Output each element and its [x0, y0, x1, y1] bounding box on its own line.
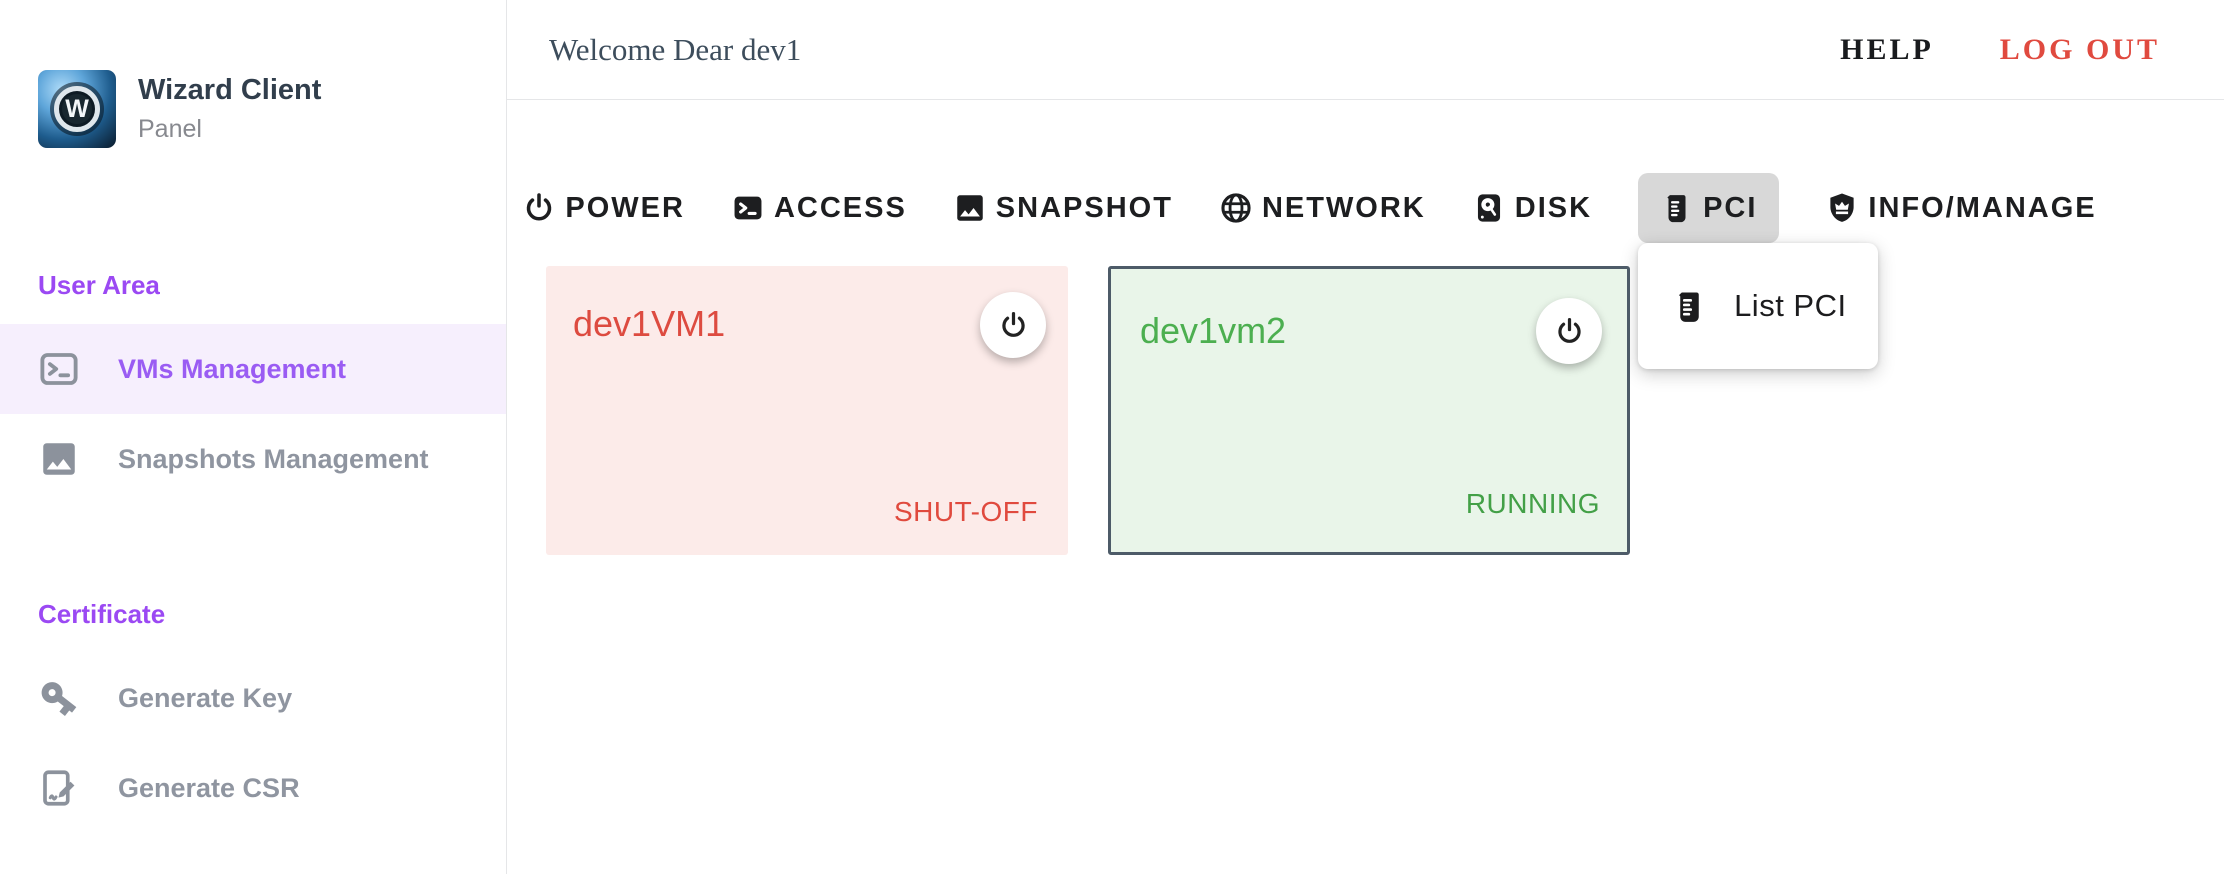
- vm-power-button[interactable]: [1536, 298, 1602, 364]
- logo-ring-icon: W: [54, 86, 100, 132]
- sidebar-item-label: Snapshots Management: [118, 443, 429, 474]
- header-actions: HELP LOG OUT: [1840, 33, 2160, 67]
- menu-item-label: List PCI: [1734, 288, 1847, 323]
- top-bar: Welcome Dear dev1 HELP LOG OUT: [507, 0, 2224, 100]
- power-icon: [1554, 316, 1585, 347]
- sidebar-section-certificate: Certificate Generate Key Generate CSR: [0, 599, 506, 833]
- vm-power-button[interactable]: [980, 292, 1046, 358]
- vm-action-toolbar: POWER ACCESS SNAPSHOT NETWORK DISK: [451, 173, 2168, 369]
- sidebar-item-vms-management[interactable]: VMs Management: [0, 324, 506, 414]
- toolbar-item-label: ACCESS: [773, 191, 907, 224]
- power-icon: [998, 310, 1029, 341]
- image-icon: [953, 191, 987, 225]
- sidebar-item-label: Generate CSR: [118, 772, 300, 803]
- sidebar-item-generate-csr[interactable]: Generate CSR: [0, 743, 506, 833]
- logo-letter: W: [65, 94, 89, 123]
- sidebar-section-user-area: User Area VMs Management Snapshots Manag…: [0, 270, 506, 504]
- vm-name: dev1VM1: [573, 303, 726, 344]
- sidebar: W Wizard Client Panel User Area VMs Mana…: [0, 0, 507, 874]
- sidebar-item-snapshots-management[interactable]: Snapshots Management: [0, 414, 506, 504]
- brand-name: Wizard Client: [138, 74, 322, 106]
- welcome-message: Welcome Dear dev1: [549, 31, 802, 67]
- toolbar-item-label: INFO/MANAGE: [1868, 191, 2097, 224]
- shield-crown-icon: [1825, 191, 1859, 225]
- power-icon: [522, 191, 556, 225]
- toolbar-item-info-manage[interactable]: INFO/MANAGE: [1825, 191, 2096, 225]
- app-logo: W: [38, 70, 116, 148]
- section-label-user-area: User Area: [38, 270, 160, 300]
- vm-status-badge: RUNNING: [1465, 488, 1600, 519]
- key-icon: [38, 677, 80, 719]
- vm-card-dev1vm2[interactable]: dev1vm2 RUNNING: [1108, 266, 1630, 555]
- sidebar-item-generate-key[interactable]: Generate Key: [0, 653, 506, 743]
- help-link[interactable]: HELP: [1840, 32, 1934, 66]
- toolbar-item-label: POWER: [565, 191, 685, 224]
- brand-subtitle: Panel: [138, 115, 202, 143]
- toolbar-item-network[interactable]: NETWORK: [1219, 191, 1426, 225]
- vm-name: dev1vm2: [1140, 310, 1287, 351]
- toolbar-item-snapshot[interactable]: SNAPSHOT: [953, 191, 1173, 225]
- brand-text: Wizard Client Panel: [138, 74, 321, 144]
- document-edit-icon: [38, 767, 80, 809]
- terminal-icon: [731, 191, 765, 225]
- section-label-certificate: Certificate: [38, 599, 166, 629]
- sidebar-item-label: VMs Management: [118, 353, 347, 384]
- main-area: Welcome Dear dev1 HELP LOG OUT POWER ACC…: [507, 0, 2224, 874]
- beaker-icon: [1671, 288, 1708, 325]
- vm-status-badge: SHUT-OFF: [894, 496, 1038, 527]
- logout-link[interactable]: LOG OUT: [1999, 32, 2160, 66]
- brand-block: W Wizard Client Panel: [38, 70, 482, 148]
- image-icon: [38, 438, 80, 480]
- pci-dropdown-menu: List PCI: [1638, 243, 1879, 369]
- beaker-icon: [1660, 191, 1694, 225]
- vm-card-list: dev1VM1 SHUT-OFF dev1vm2 RUNNING: [546, 266, 2224, 555]
- globe-icon: [1219, 191, 1253, 225]
- toolbar-item-label: SNAPSHOT: [995, 191, 1173, 224]
- toolbar-item-label: NETWORK: [1261, 191, 1426, 224]
- vm-card-dev1VM1[interactable]: dev1VM1 SHUT-OFF: [546, 266, 1068, 555]
- disk-icon: [1472, 191, 1506, 225]
- toolbar-item-disk[interactable]: DISK: [1472, 191, 1592, 225]
- menu-item-list-pci[interactable]: List PCI: [1638, 288, 1878, 325]
- terminal-icon: [38, 348, 80, 390]
- toolbar-item-label: PCI: [1703, 191, 1758, 224]
- toolbar-item-power[interactable]: POWER: [522, 191, 685, 225]
- sidebar-item-label: Generate Key: [118, 682, 293, 713]
- toolbar-item-pci[interactable]: PCI List PCI: [1638, 173, 1879, 369]
- content-area: POWER ACCESS SNAPSHOT NETWORK DISK: [507, 100, 2224, 555]
- toolbar-item-access[interactable]: ACCESS: [731, 191, 907, 225]
- toolbar-item-label: DISK: [1514, 191, 1593, 224]
